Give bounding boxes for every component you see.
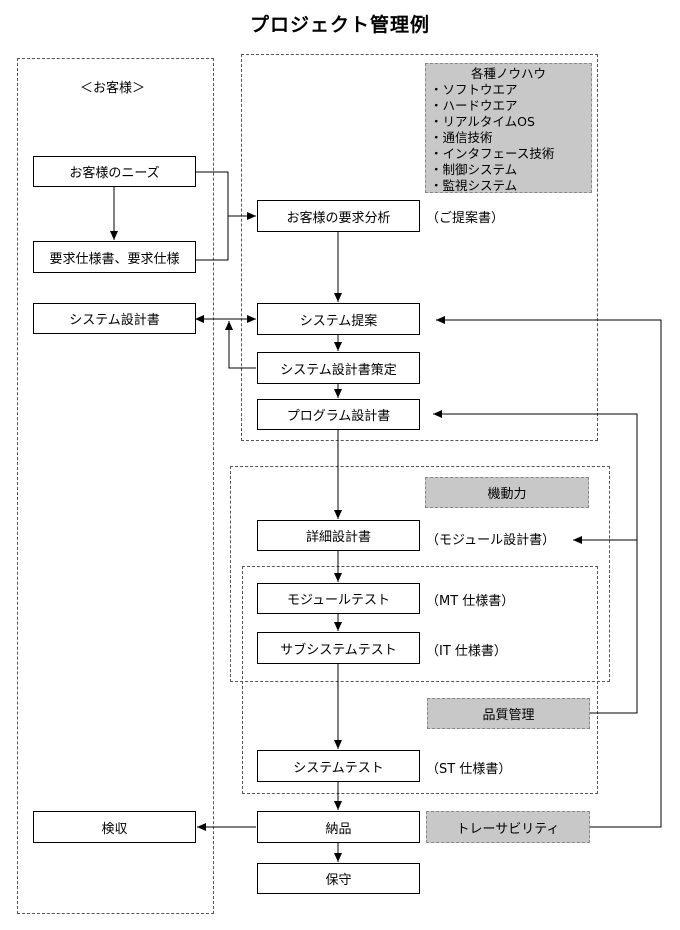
- knowhow-box: 各種ノウハウ ・ソフトウエア ・ハードウエア ・リアルタイムOS ・通信技術 ・…: [425, 63, 592, 193]
- knowhow-item: ・ハードウエア: [430, 98, 518, 113]
- it-spec-note: （IT 仕様書）: [426, 644, 507, 659]
- proposal-region: [241, 54, 598, 441]
- knowhow-item: ・制御システム: [430, 162, 518, 177]
- module-test-box: モジュールテスト: [257, 583, 420, 614]
- requirements-analysis-box: お客様の要求分析: [257, 200, 420, 232]
- customer-label: ＜お客様＞: [80, 81, 146, 96]
- knowhow-item: ・監視システム: [430, 178, 518, 193]
- customer-region: [17, 58, 214, 914]
- arrow-traceability-loop: [436, 316, 662, 828]
- traceability-box: トレーサビリティ: [426, 811, 590, 843]
- line-customer-merge: [196, 171, 229, 261]
- system-test-box: システムテスト: [257, 750, 420, 782]
- arrow-quality-to-program: [433, 410, 638, 714]
- inspection-box: 検収: [33, 811, 196, 843]
- knowhow-title: 各種ノウハウ: [470, 66, 546, 81]
- mobility-box: 機動力: [425, 477, 589, 508]
- system-design-doc-box: システム設計書: [33, 303, 196, 334]
- knowhow-item: ・通信技術: [430, 130, 493, 145]
- knowhow-item: ・インタフェース技術: [430, 146, 555, 161]
- quality-control-box: 品質管理: [427, 698, 590, 729]
- testing-region: [242, 566, 598, 794]
- mt-spec-note: （MT 仕様書）: [426, 594, 515, 609]
- arrow-formulation-up: [225, 321, 256, 369]
- system-proposal-box: システム提案: [257, 303, 420, 335]
- knowhow-item: ・リアルタイムOS: [430, 114, 535, 129]
- st-spec-note: （ST 仕様書）: [426, 762, 512, 777]
- diagram-title: プロジェクト管理例: [249, 14, 430, 36]
- system-design-formulation-box: システム設計書策定: [257, 352, 420, 384]
- mobility-region: [230, 466, 610, 682]
- knowhow-item: ・ソフトウエア: [430, 82, 518, 97]
- delivery-box: 納品: [257, 811, 420, 843]
- subsystem-test-box: サブシステムテスト: [257, 632, 420, 664]
- module-design-doc-note: （モジュール設計書）: [426, 533, 556, 548]
- detailed-design-doc-box: 詳細設計書: [257, 520, 420, 551]
- proposal-doc-note: （ご提案書）: [426, 211, 505, 226]
- requirements-spec-box: 要求仕様書、要求仕様: [33, 241, 196, 273]
- maintenance-box: 保守: [257, 863, 420, 894]
- customer-needs-box: お客様のニーズ: [33, 156, 196, 187]
- program-design-doc-box: プログラム設計書: [257, 399, 420, 430]
